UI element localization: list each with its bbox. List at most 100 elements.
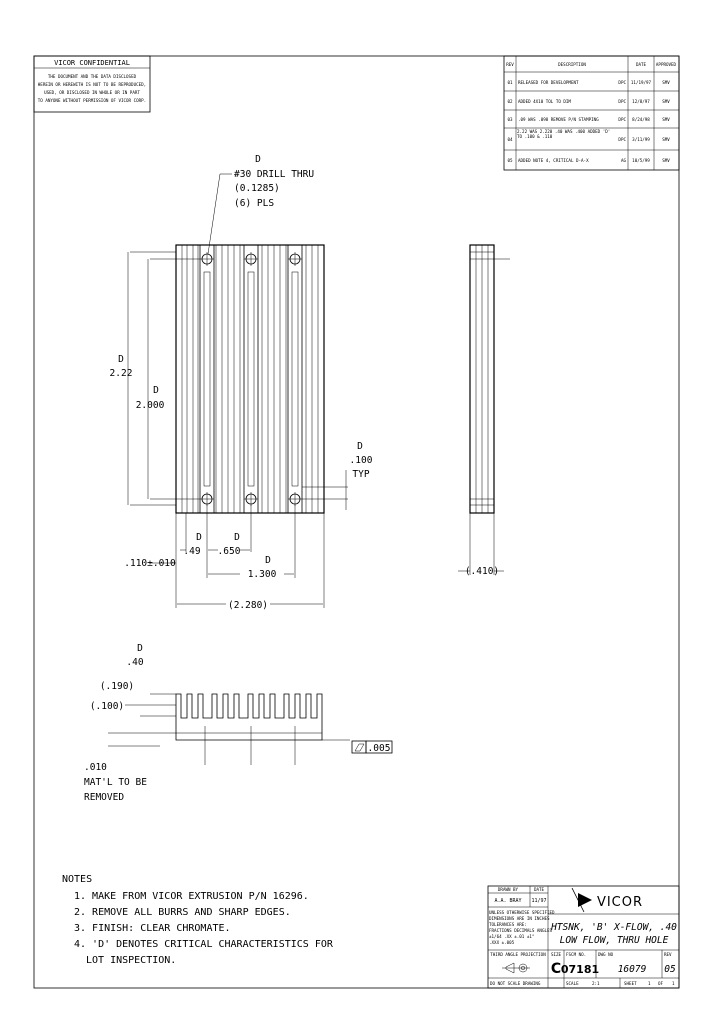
rev-cell: 01 (507, 80, 513, 85)
third-angle-projection-icon (502, 962, 530, 974)
of-value: 1 (672, 981, 675, 986)
company-name: VICOR (597, 895, 643, 910)
confidential-line: TO ANYONE WITHOUT PERMISSION OF VICOR CO… (38, 98, 146, 103)
dwg-number: 16079 (618, 964, 647, 975)
dimension-190: (.190) (100, 681, 134, 692)
drawing-title: LOW FLOW, THRU HOLE (560, 935, 669, 946)
dwg-label: DWG NO (598, 952, 614, 957)
fin-profile (175, 693, 323, 741)
note-item: LOT INSPECTION. (86, 955, 176, 966)
tolerance-line: FRACTIONS DECIMALS ANGLES (489, 928, 553, 933)
drill-holes (200, 252, 302, 506)
confidential-box: VICOR CONFIDENTIAL THE DOCUMENT AND THE … (33, 55, 151, 113)
tolerance-line: UNLESS OTHERWISE SPECIFIED (489, 910, 555, 915)
scale-value: 2:1 (592, 981, 600, 986)
note-item: 4. 'D' DENOTES CRITICAL CHARACTERISTICS … (74, 939, 334, 950)
dimension-2280: (2.280) (228, 600, 268, 611)
date-cell: 11/19/97 (631, 80, 652, 85)
critical-mark: D (118, 354, 124, 365)
confidential-line: THE DOCUMENT AND THE DATA DISCLOSED (48, 74, 137, 79)
confidential-line: HEREIN OR HEREWITH IS NOT TO BE REPRODUC… (38, 82, 146, 87)
critical-mark: D (265, 555, 271, 566)
rev-value: 05 (664, 964, 676, 975)
fin-lines (181, 245, 319, 513)
fscm-label: FSCM NO. (566, 952, 586, 957)
description-cell: .09 WAS .098 REMOVE P/N STAMPING (518, 117, 599, 122)
dimension-410: (.410) (465, 566, 499, 577)
top-view: D #30 DRILL THRU (0.1285) (6) PLS D 2.22… (110, 154, 373, 611)
note-item: 3. FINISH: CLEAR CHROMATE. (74, 923, 231, 934)
mounting-rail (199, 244, 215, 514)
of-label: OF (658, 981, 664, 986)
rev-cell: 04 (507, 137, 513, 142)
rev-cell: 05 (507, 158, 513, 163)
fscm-value: 07181 (561, 963, 599, 976)
approved-header: APPROVED (656, 62, 677, 67)
description-cell: 2.22 WAS 2.220 .40 WAS .400 ADDED 'D' TO… (517, 129, 611, 140)
approved-cell: SMV (662, 80, 670, 85)
drill-callout: #30 DRILL THRU (234, 169, 314, 180)
revision-table: REV DESCRIPTION DATE APPROVED 01 RELEASE… (503, 55, 680, 171)
critical-mark: D (196, 532, 202, 543)
tolerance-line: ±1/64 .XX ±.01 ±1° (489, 934, 534, 939)
dimension-110: .110±.010 (124, 558, 176, 569)
approved-cell: SMV (662, 99, 670, 104)
rev-header: REV (506, 62, 514, 67)
critical-mark: D (153, 385, 159, 396)
projection-label: THIRD ANGLE PROJECTION (490, 952, 546, 957)
date-cell: 3/11/99 (632, 137, 650, 142)
drawing-border (33, 55, 680, 989)
note-item: 2. REMOVE ALL BURRS AND SHARP EDGES. (74, 907, 291, 918)
flatness-frame (365, 740, 393, 754)
description-cell: ADDED NOTE 4, CRITICAL D-A-X (518, 158, 589, 163)
tolerance-line: .XXX ±.005 (489, 940, 515, 945)
matl-note: MAT'L TO BE (84, 777, 147, 788)
flatness-value: .005 (368, 743, 391, 754)
tolerance-line: DIMENSIONS ARE IN INCHES (489, 916, 550, 921)
dimension-40: .40 (126, 657, 143, 668)
dimension-1300: 1.300 (248, 569, 277, 580)
date-cell: 12/8/97 (632, 99, 650, 104)
dimension-100b: (.100) (90, 701, 124, 712)
drill-callout: (0.1285) (234, 183, 280, 194)
scale-label: SCALE (566, 981, 579, 986)
rev-label: REV (664, 952, 672, 957)
critical-mark: D (255, 154, 261, 165)
dimension-650: .650 (218, 546, 241, 557)
drill-callout: (6) PLS (234, 198, 274, 209)
dimension-2-22: 2.22 (110, 368, 133, 379)
approved-cell: SMV (662, 158, 670, 163)
critical-mark: D (357, 441, 363, 452)
drawn-by-label: DRAWN BY (498, 887, 519, 892)
matl-note: REMOVED (84, 792, 124, 803)
mounting-rail (243, 244, 259, 514)
drawing-title: HTSNK, 'B' X-FLOW, .40 (550, 922, 677, 933)
note-item: 1. MAKE FROM VICOR EXTRUSION P/N 16296. (74, 891, 309, 902)
title-block: DRAWN BY DATE A.A. BRAY 11/97 UNLESS OTH… (487, 885, 680, 989)
date-cell: 10/5/99 (632, 158, 650, 163)
description-cell: ADDED 4X10 TOL TO DIM (518, 99, 571, 104)
date-header: DATE (636, 62, 647, 67)
front-view: D .40 (.190) (.100) .005 .010 MAT'L TO B… (84, 643, 393, 803)
side-view: (.410) (458, 244, 510, 577)
approved-cell: SMV (662, 137, 670, 142)
vicor-logo-icon (578, 893, 592, 907)
description-cell: RELEASED FOR DEVELOPMENT (518, 80, 579, 85)
notes-title: NOTES (62, 874, 92, 885)
size-value: C (551, 961, 561, 977)
critical-mark: D (234, 532, 240, 543)
by-cell: DPC (618, 117, 626, 122)
approved-cell: SMV (662, 117, 670, 122)
drawn-by: A.A. BRAY (494, 898, 521, 904)
notes: NOTES 1. MAKE FROM VICOR EXTRUSION P/N 1… (62, 874, 334, 966)
date-cell: 8/24/98 (632, 117, 650, 122)
description-header: DESCRIPTION (558, 62, 586, 67)
dimension-2-000: 2.000 (136, 400, 165, 411)
date-label: DATE (534, 887, 545, 892)
by-cell: AG (621, 158, 627, 163)
drawn-date: 11/97 (531, 898, 546, 904)
dimension-49: .49 (183, 546, 200, 557)
size-label: SIZE (551, 952, 562, 957)
dimension-typ: TYP (352, 469, 369, 480)
